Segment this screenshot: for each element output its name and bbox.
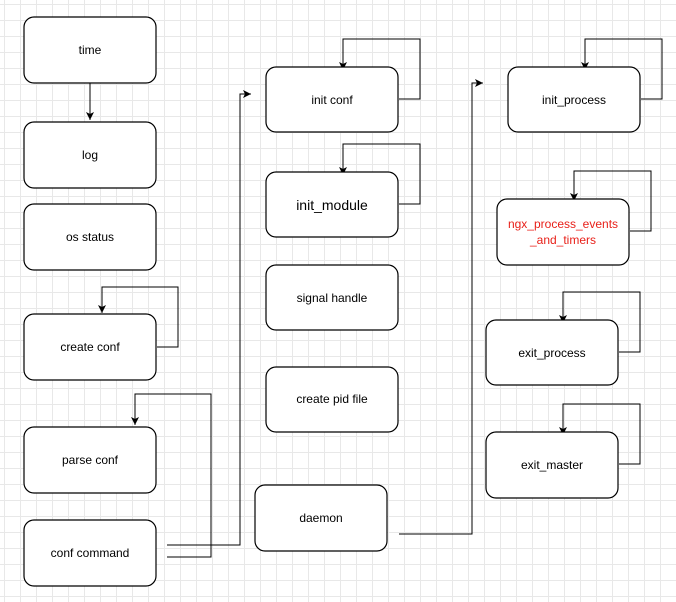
node-parse-conf-label: parse conf [62,453,119,467]
node-ngx-process-events-label-line1: ngx_process_events [508,217,618,231]
node-parse-conf[interactable]: parse conf [23,426,157,494]
node-init-module[interactable]: init_module [265,171,399,238]
nodes-layer: time log os status create conf parse con… [23,16,641,587]
node-log[interactable]: log [23,121,157,189]
node-exit-master[interactable]: exit_master [485,431,619,499]
node-conf-command[interactable]: conf command [23,519,157,587]
edge-init-process-self-loop[interactable] [581,38,663,100]
node-create-pid-file-label: create pid file [296,392,368,406]
node-ngx-process-events-and-timers[interactable]: ngx_process_events _and_timers [496,198,630,266]
edge-exit-master-self-loop[interactable] [559,403,641,465]
node-signal-handle-label: signal handle [297,291,368,305]
node-signal-handle[interactable]: signal handle [265,264,399,331]
node-exit-process-label: exit_process [518,346,585,360]
node-init-process[interactable]: init_process [507,66,641,133]
node-time-label: time [79,43,102,57]
node-init-conf-label: init conf [311,93,353,107]
edge-exit-process-self-loop[interactable] [559,291,641,353]
edge-init-module-self-loop[interactable] [339,143,421,205]
node-exit-process[interactable]: exit_process [485,319,619,386]
edges-layer [86,38,663,558]
node-os-status[interactable]: os status [23,203,157,271]
edge-daemon-to-init-process[interactable] [399,79,483,535]
node-create-pid-file[interactable]: create pid file [265,366,399,433]
edge-ngx-process-events-self-loop[interactable] [570,170,652,232]
node-ngx-process-events-label-line2: _and_timers [529,233,596,247]
edge-init-conf-self-loop[interactable] [339,38,421,100]
node-exit-master-label: exit_master [521,458,583,472]
node-log-label: log [82,148,98,162]
node-daemon[interactable]: daemon [254,484,388,552]
node-init-module-label: init_module [296,197,368,213]
node-conf-command-label: conf command [51,546,130,560]
node-daemon-label: daemon [299,511,342,525]
node-create-conf[interactable]: create conf [23,313,157,381]
node-init-conf[interactable]: init conf [265,66,399,133]
node-os-status-label: os status [66,230,114,244]
node-time[interactable]: time [23,16,157,84]
edge-conf-command-to-parse-conf[interactable] [131,393,212,558]
node-create-conf-label: create conf [60,340,120,354]
edge-create-conf-self-loop[interactable] [98,286,179,348]
edge-conf-command-to-init-conf[interactable] [167,90,251,546]
node-init-process-label: init_process [542,93,606,107]
